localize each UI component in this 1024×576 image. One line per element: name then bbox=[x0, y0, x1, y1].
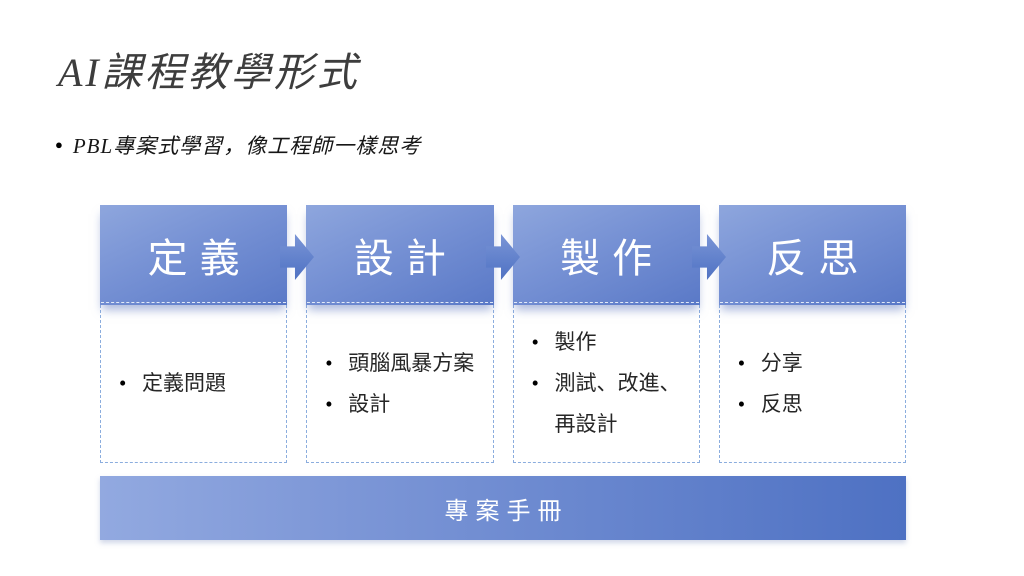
stage-item-list: 頭腦風暴方案 設計 bbox=[307, 343, 492, 425]
stage-header-design: 設計 bbox=[306, 205, 494, 305]
stage-header-reflect: 反思 bbox=[718, 205, 906, 305]
stage-item: 分享 bbox=[736, 343, 897, 384]
stage-item-list: 製作 測試、改進、再設計 bbox=[514, 322, 699, 445]
stage-body-define: 定義問題 bbox=[100, 305, 288, 463]
stage-column-design: 設計 頭腦風暴方案 設計 bbox=[306, 205, 494, 463]
stage-body-reflect: 分享 反思 bbox=[718, 305, 906, 463]
lead-bullet-line: ● PBL專案式學習，像工程師一樣思考 bbox=[55, 130, 421, 160]
stage-body-make: 製作 測試、改進、再設計 bbox=[512, 305, 700, 463]
bullet-marker-icon: ● bbox=[55, 137, 64, 152]
stage-item: 製作 bbox=[530, 322, 691, 363]
stage-label: 製作 bbox=[560, 236, 665, 281]
stage-body-design: 頭腦風暴方案 設計 bbox=[306, 305, 494, 463]
process-diagram: 定義 定義問題 設計 頭腦風暴方案 設計 bbox=[100, 205, 906, 540]
footer-bar-label: 專案手冊 bbox=[444, 498, 569, 525]
stage-item: 定義問題 bbox=[117, 363, 278, 404]
stage-item: 測試、改進、再設計 bbox=[530, 363, 691, 445]
stage-column-make: 製作 製作 測試、改進、再設計 bbox=[512, 205, 700, 463]
lead-text: PBL專案式學習，像工程師一樣思考 bbox=[72, 134, 422, 158]
stage-item: 反思 bbox=[736, 384, 897, 425]
stage-columns: 定義 定義問題 設計 頭腦風暴方案 設計 bbox=[100, 205, 906, 463]
stage-item: 頭腦風暴方案 bbox=[323, 343, 484, 384]
stage-header-make: 製作 bbox=[512, 205, 700, 305]
stage-column-define: 定義 定義問題 bbox=[100, 205, 288, 463]
stage-label: 設計 bbox=[353, 236, 458, 281]
slide-title: AI課程教學形式 bbox=[58, 50, 360, 95]
stage-item-list: 定義問題 bbox=[101, 363, 286, 404]
stage-column-reflect: 反思 分享 反思 bbox=[718, 205, 906, 463]
footer-bar: 專案手冊 bbox=[100, 476, 906, 540]
stage-item-list: 分享 反思 bbox=[720, 343, 905, 425]
stage-label: 定義 bbox=[147, 236, 252, 281]
stage-header-define: 定義 bbox=[100, 205, 288, 305]
stage-label: 反思 bbox=[766, 236, 871, 281]
stage-item: 設計 bbox=[323, 384, 484, 425]
